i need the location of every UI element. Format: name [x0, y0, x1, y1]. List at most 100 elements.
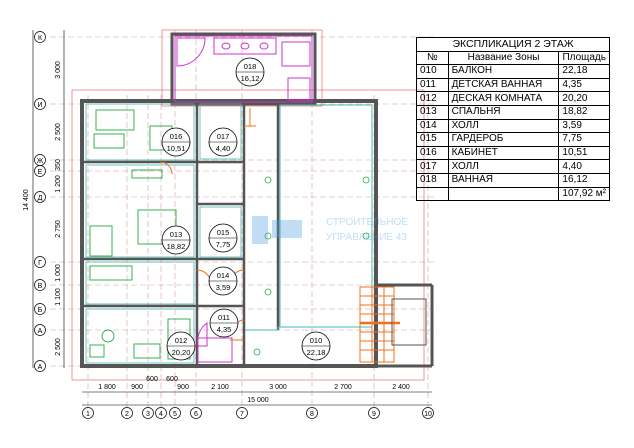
balcony-wall — [376, 283, 434, 368]
dimension-text: 900 — [177, 384, 189, 391]
cell-no: 016 — [416, 145, 449, 161]
cell-name: БАЛКОН — [447, 64, 560, 79]
room-number: 013 — [170, 230, 183, 239]
cell-area: 3,59 — [558, 118, 610, 134]
cell-name: ХОЛЛ — [447, 159, 560, 174]
cell-area: 7,75 — [558, 132, 610, 147]
dimension-text: 2 700 — [334, 384, 352, 391]
cell-name: ВАННАЯ — [447, 172, 560, 188]
dimension-text: 600 — [166, 376, 178, 383]
dimension-text: 600 — [146, 376, 158, 383]
room-area: 4,40 — [216, 144, 231, 153]
axis-marker-h: Г — [34, 256, 46, 268]
cell-area: 20,20 — [558, 91, 610, 106]
axis-label: И — [37, 102, 42, 109]
cell-name: ГАРДЕРОБ — [447, 132, 560, 147]
axis-label: 1 — [86, 411, 90, 418]
dimension-text: 2 400 — [392, 384, 410, 391]
dimension-text: 2 500 — [55, 123, 62, 141]
dimension-lines — [32, 30, 432, 406]
room-tag-016: 016 10,51 — [161, 127, 191, 157]
cell-no: 011 — [416, 77, 449, 93]
axis-marker-v: 1 — [82, 407, 94, 419]
explication-table: ЭКСПЛИКАЦИЯ 2 ЭТАЖ № Название Зоны Площа… — [416, 37, 610, 202]
axis-label: 6 — [194, 411, 198, 418]
watermark-logo: СТРОИТЕЛЬНОЕ УПРАВЛЕНИЕ 43 — [252, 216, 408, 244]
cell-no: 014 — [416, 118, 449, 134]
interior-walls — [82, 101, 280, 366]
room-area: 18,82 — [167, 242, 186, 251]
axis-marker-h: И — [34, 98, 46, 110]
room-number: 016 — [170, 132, 183, 141]
header-number: № — [416, 50, 449, 66]
dimension-text: 3 000 — [269, 384, 287, 391]
axis-label: 8 — [310, 411, 314, 418]
dimension-text: 1 000 — [55, 264, 62, 282]
landing — [391, 298, 427, 346]
axis-label: Ж — [37, 158, 44, 165]
room-number: 011 — [218, 313, 230, 322]
axis-label: 2 — [125, 411, 129, 418]
room-area: 16,12 — [241, 74, 260, 83]
stairs — [359, 286, 400, 363]
dimension-total: 14 400 — [23, 189, 30, 211]
axis-label: Е — [38, 169, 43, 176]
cell-no: 015 — [416, 132, 449, 147]
room-area: 7,75 — [216, 240, 231, 249]
axis-label: 9 — [372, 411, 376, 418]
cell-name: ДЕТСКАЯ ВАННАЯ — [447, 77, 560, 93]
axis-label: К — [38, 35, 43, 42]
axis-marker-v: 2 — [121, 407, 133, 419]
cell-no: 018 — [416, 172, 449, 188]
dimension-text: 2 100 — [211, 384, 229, 391]
room-area: 10,51 — [167, 144, 186, 153]
header-area: Площадь — [558, 50, 610, 66]
axis-marker-h: Е — [34, 165, 46, 177]
axis-marker-v: 4 — [155, 407, 167, 419]
dimension-text: 1 100 — [55, 288, 62, 306]
cell-no: 013 — [416, 104, 449, 120]
axis-marker-h: А — [34, 324, 46, 336]
bathroom-fixtures — [174, 35, 313, 363]
cell-name: СПАЛЬНЯ — [447, 104, 560, 120]
markers — [253, 176, 370, 356]
cell-area: 10,51 — [558, 145, 610, 161]
dimension-text: 3 000 — [55, 61, 62, 79]
axis-label: 3 — [146, 411, 150, 418]
axis-marker-v: 5 — [169, 407, 181, 419]
room-number: 018 — [244, 62, 257, 71]
cell-area: 18,82 — [558, 104, 610, 120]
cell-area: 4,35 — [558, 77, 610, 93]
exterior-walls — [80, 99, 378, 368]
axis-marker-h: А — [34, 360, 46, 372]
cell-area: 4,40 — [558, 159, 610, 174]
axis-marker-h: Б — [34, 303, 46, 315]
axis-label: В — [38, 283, 43, 290]
outline — [71, 29, 425, 381]
cell-name: ДЕСКАЯ КОМНАТА — [447, 91, 560, 106]
room-number: 014 — [217, 271, 230, 280]
axis-label: Г — [38, 260, 42, 267]
room-area: 3,59 — [216, 283, 231, 292]
dimension-text: 2 750 — [55, 220, 62, 238]
axis-label: 7 — [240, 411, 244, 418]
axis-marker-h: К — [34, 31, 46, 43]
total-empty-2 — [447, 186, 560, 202]
axis-marker-v: 6 — [190, 407, 202, 419]
axis-marker-v: 9 — [368, 407, 380, 419]
axis-label: Д — [38, 195, 43, 202]
cell-area: 22,18 — [558, 64, 610, 79]
